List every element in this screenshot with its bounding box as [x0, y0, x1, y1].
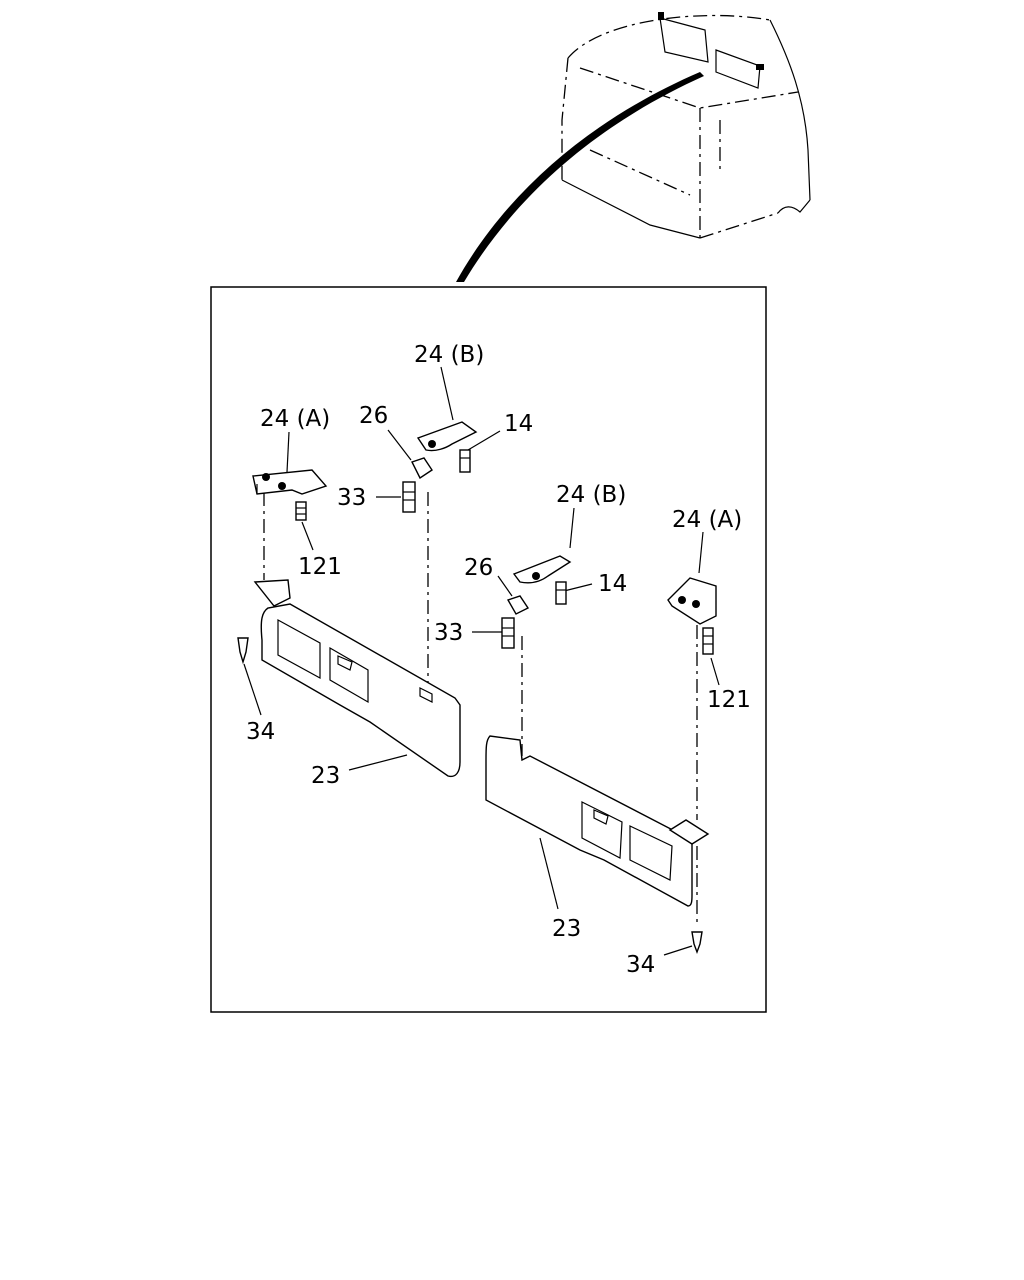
- screw-14-upper: [459, 449, 471, 473]
- label-24a-right: 24 (A): [672, 507, 742, 533]
- sun-visor-23-left: [253, 579, 461, 778]
- screw-34-right: [691, 931, 703, 954]
- label-14-upper: 14: [504, 411, 533, 437]
- clip-26-lower: [506, 595, 530, 615]
- hinge-24b-upper: [416, 421, 478, 452]
- leader-lines: [243, 366, 720, 956]
- leader-sweep: [456, 72, 704, 282]
- label-24a-left: 24 (A): [260, 406, 330, 432]
- screw-121-right: [702, 627, 714, 655]
- label-24b-upper: 24 (B): [414, 342, 484, 368]
- screw-14-lower: [555, 581, 567, 605]
- screw-33-lower: [501, 617, 515, 649]
- label-34-right: 34: [626, 952, 655, 978]
- bracket-24a-left: [252, 469, 328, 495]
- label-26-lower: 26: [464, 555, 493, 581]
- label-14-lower: 14: [598, 571, 627, 597]
- label-23-right: 23: [552, 916, 581, 942]
- label-33-lower: 33: [434, 620, 463, 646]
- screw-34-left: [237, 637, 249, 665]
- label-121-right: 121: [707, 687, 751, 713]
- screw-121-left: [295, 501, 307, 521]
- hinge-24b-lower: [512, 555, 572, 584]
- label-34-left: 34: [246, 719, 275, 745]
- screw-33-upper: [402, 481, 416, 513]
- callout-labels: 24 (B) 24 (A) 26 14 33 121 24 (B) 24 (A)…: [246, 342, 751, 978]
- detail-frame: [210, 286, 767, 1013]
- label-24b-lower: 24 (B): [556, 482, 626, 508]
- cab-overview-illustration: [561, 12, 811, 239]
- assembly-center-lines: [263, 492, 698, 925]
- label-26-upper: 26: [359, 403, 388, 429]
- bracket-24a-right: [667, 577, 717, 625]
- label-23-left: 23: [311, 763, 340, 789]
- sun-visor-23-right: [485, 735, 710, 907]
- clip-26-upper: [411, 457, 433, 480]
- label-121-left: 121: [298, 554, 342, 580]
- label-33-upper: 33: [337, 485, 366, 511]
